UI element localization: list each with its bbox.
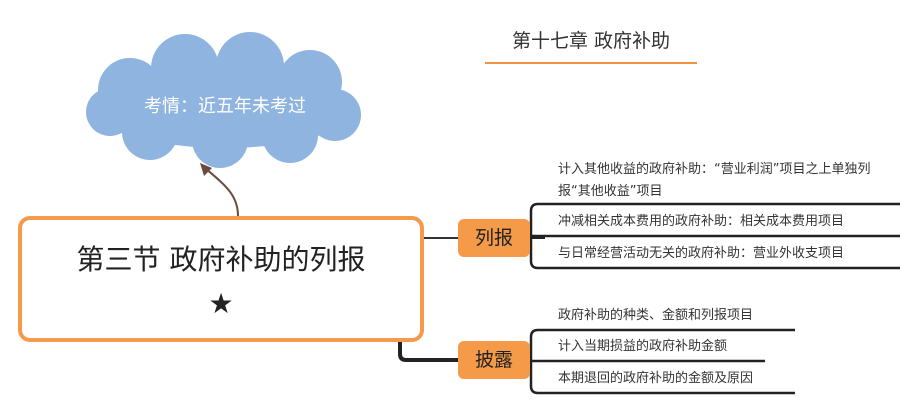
cloud-note: 考情：近五年未考过 bbox=[144, 96, 306, 117]
main-topic-title: 第三节 政府补助的列报 bbox=[76, 243, 366, 276]
leaf-item: 本期退回的政府补助的金额及原因 bbox=[558, 371, 754, 386]
cloud-shape bbox=[86, 32, 361, 168]
leaf-item: 政府补助的种类、金额和列报项目 bbox=[558, 308, 754, 323]
branch-liebao[interactable]: 列报 bbox=[458, 219, 530, 257]
leaf-item: 冲减相关成本费用的政府补助：相关成本费用项目 bbox=[558, 214, 845, 229]
branch-pilu[interactable]: 披露 bbox=[458, 341, 530, 379]
leaf-item: 与日常经营活动无关的政府补助：营业外收支项目 bbox=[558, 246, 845, 261]
leaf-item: 计入其他收益的政府补助：“营业利润”项目之上单独列报“其他收益”项目 bbox=[558, 162, 871, 199]
leaf-item: 计入当期损益的政府补助金额 bbox=[558, 339, 728, 354]
main-topic[interactable]: 第三节 政府补助的列报 ★ bbox=[18, 216, 424, 342]
star-icon: ★ bbox=[208, 287, 234, 320]
title-underline bbox=[485, 62, 697, 64]
chapter-title: 第十七章 政府补助 bbox=[511, 30, 671, 52]
cloud-connector bbox=[204, 167, 239, 217]
